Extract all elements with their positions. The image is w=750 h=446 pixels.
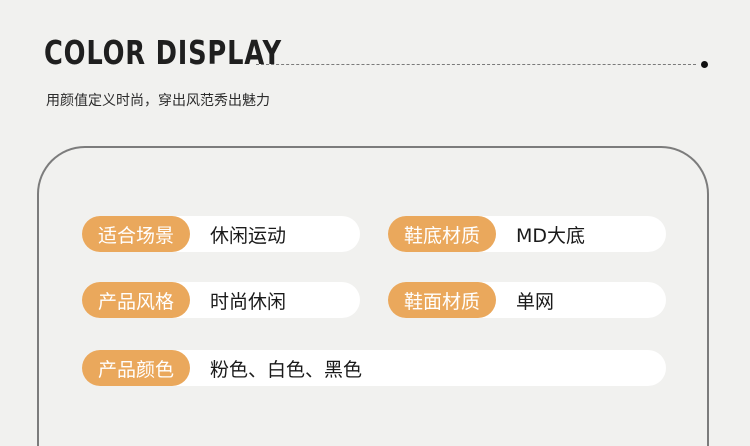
section-title: COLOR DISPLAY (44, 33, 282, 72)
spec-label: 鞋底材质 (388, 216, 497, 252)
spec-label: 产品风格 (82, 282, 191, 318)
divider-end-dot (701, 61, 708, 68)
spec-value: MD大底 (516, 224, 586, 247)
spec-item-style: 产品风格 时尚休闲 (82, 282, 286, 318)
spec-panel (37, 146, 709, 446)
spec-item-scene: 适合场景 休闲运动 (82, 216, 286, 252)
dotted-divider (256, 64, 696, 65)
spec-item-colors: 产品颜色 粉色、白色、黑色 (82, 350, 362, 386)
spec-label: 适合场景 (82, 216, 191, 252)
spec-value: 休闲运动 (210, 224, 287, 247)
spec-item-sole: 鞋底材质 MD大底 (388, 216, 585, 252)
spec-value: 单网 (516, 290, 555, 313)
section-subtitle: 用颜值定义时尚，穿出风范秀出魅力 (46, 93, 270, 109)
spec-value: 粉色、白色、黑色 (210, 358, 363, 381)
spec-value: 时尚休闲 (210, 290, 287, 313)
spec-item-upper: 鞋面材质 单网 (388, 282, 554, 318)
spec-label: 鞋面材质 (388, 282, 497, 318)
spec-label: 产品颜色 (82, 350, 191, 386)
